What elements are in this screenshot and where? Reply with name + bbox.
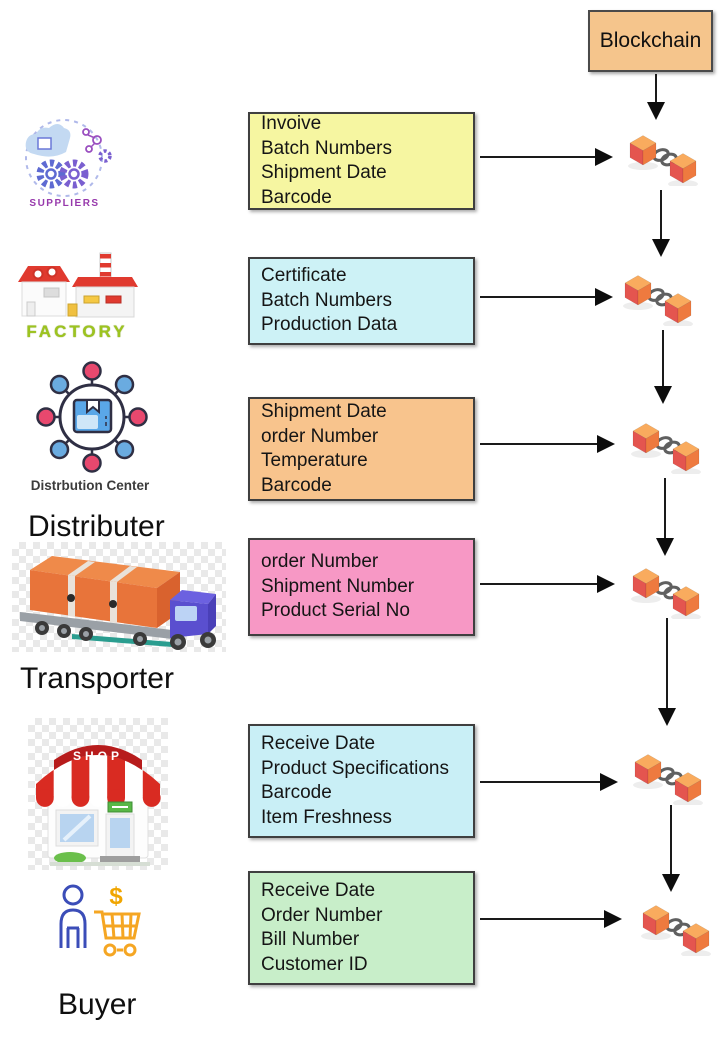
data-line: Item Freshness xyxy=(261,806,392,828)
data-line: Product Specifications xyxy=(261,757,449,779)
distribution-center-caption: Distrbution Center xyxy=(30,478,150,493)
data-line: Barcode xyxy=(261,474,332,496)
data-line: Production Data xyxy=(261,314,398,336)
shop-icon: SHOP xyxy=(36,745,161,866)
buyer-data-box: Receive Date Order Number Bill Number Cu… xyxy=(248,871,475,985)
factory-data-box: Certificate Batch Numbers Production Dat… xyxy=(248,257,475,345)
arrow-right-icon xyxy=(480,910,622,928)
dollar-sign-icon: $ xyxy=(109,883,123,910)
blockchain-block-icon xyxy=(639,904,713,956)
data-line: order Number xyxy=(261,425,379,447)
arrow-down-icon xyxy=(662,805,680,892)
distribution-center-icon xyxy=(36,361,148,473)
distribution-data-box: Shipment Date order Number Temperature B… xyxy=(248,397,475,501)
transporter-data-box: order Number Shipment Number Product Ser… xyxy=(248,538,475,636)
buyer-icon: $ xyxy=(59,883,141,957)
data-line: Shipment Number xyxy=(261,575,415,597)
data-line: Customer ID xyxy=(261,953,368,975)
arrow-down-icon xyxy=(647,74,665,120)
arrow-right-icon xyxy=(480,288,613,306)
data-line: Batch Numbers xyxy=(261,289,392,311)
data-line: Receive Date xyxy=(261,733,376,754)
distributer-label: Distributer xyxy=(28,510,165,543)
shop-data-box: Receive Date Product Specifications Barc… xyxy=(248,724,475,838)
supplier-data-box: Invoive Batch Numbers Shipment Date Barc… xyxy=(248,112,475,210)
shop-icon-bg: SHOP xyxy=(28,718,168,870)
data-line: Barcode xyxy=(261,782,332,803)
blockchain-block-icon xyxy=(626,134,700,186)
data-line: Shipment Date xyxy=(261,162,387,183)
blockchain-block-icon xyxy=(629,422,703,474)
blockchain-block-icon xyxy=(629,567,703,619)
buyer-label: Buyer xyxy=(58,988,137,1021)
data-line: Bill Number xyxy=(261,929,360,950)
factory-caption: FACTORY xyxy=(26,322,128,341)
data-line: Shipment Date xyxy=(261,401,387,422)
data-line: order Number xyxy=(261,551,379,573)
arrow-right-icon xyxy=(480,773,618,791)
truck-icon xyxy=(20,556,216,650)
blockchain-box: Blockchain xyxy=(588,10,713,72)
data-line: Invoive xyxy=(261,113,322,134)
suppliers-caption: SUPPLIERS xyxy=(29,198,100,209)
truck-icon-bg xyxy=(12,542,226,652)
data-line: Temperature xyxy=(261,450,368,471)
arrow-right-icon xyxy=(480,435,615,453)
data-line: Certificate xyxy=(261,265,347,287)
blockchain-block-icon xyxy=(621,274,695,326)
suppliers-icon xyxy=(25,119,112,197)
blockchain-block-icon xyxy=(631,753,705,805)
arrow-down-icon xyxy=(658,618,676,726)
shop-sign-text: SHOP xyxy=(73,749,123,763)
arrow-down-icon xyxy=(652,190,670,257)
data-line: Order Number xyxy=(261,904,383,926)
data-line: Product Serial No xyxy=(261,600,410,622)
data-line: Barcode xyxy=(261,186,332,208)
data-line: Receive Date xyxy=(261,880,376,901)
arrow-down-icon xyxy=(654,330,672,404)
arrow-down-icon xyxy=(656,478,674,556)
data-line: Batch Numbers xyxy=(261,137,392,159)
factory-icon xyxy=(18,252,138,318)
transporter-label: Transporter xyxy=(20,662,174,695)
arrow-right-icon xyxy=(480,148,613,166)
arrow-right-icon xyxy=(480,575,615,593)
